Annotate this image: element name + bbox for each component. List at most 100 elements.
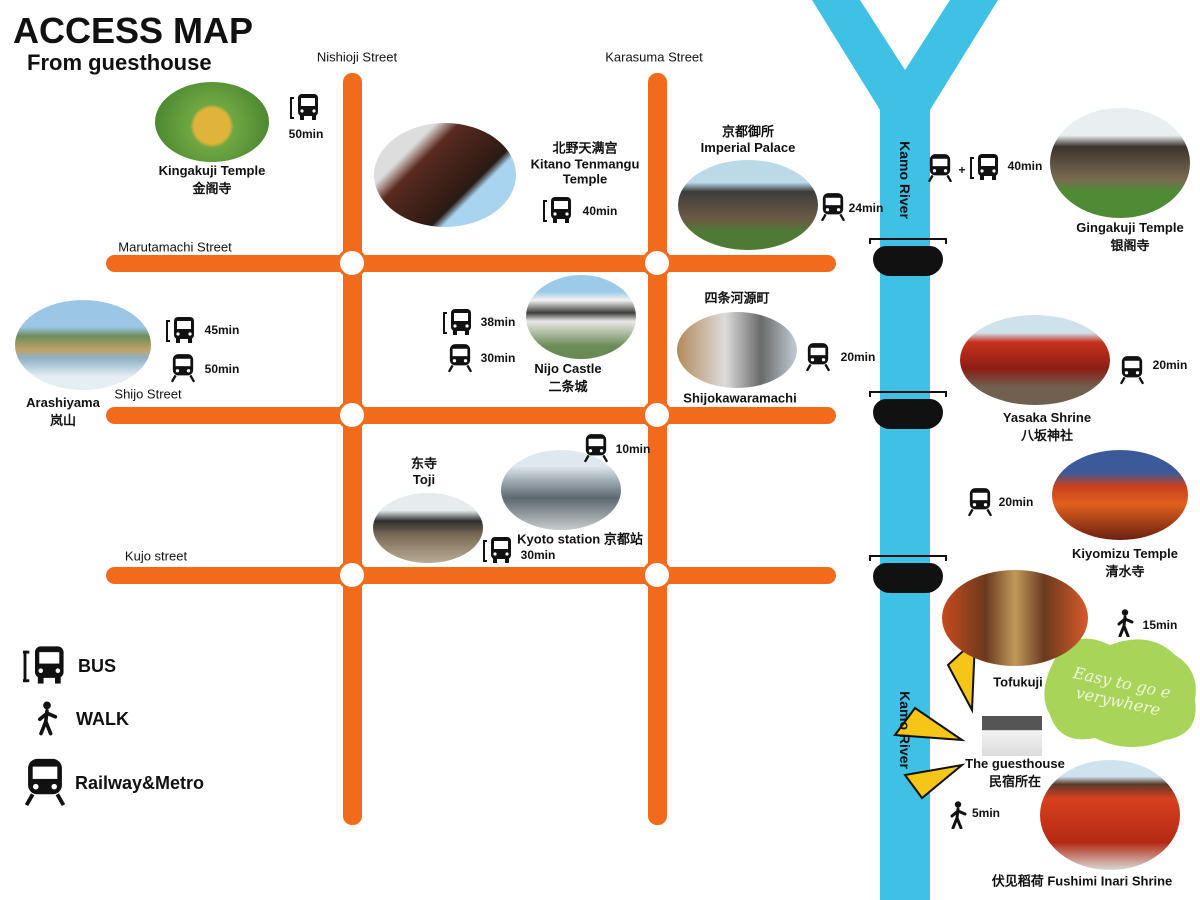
kyoto-station-label: Kyoto station 京都站	[517, 531, 643, 547]
street-label-shijo: Shijo Street	[114, 386, 182, 402]
yasaka-label: Yasaka Shrine 八坂神社	[1003, 410, 1091, 444]
yasaka-photo	[960, 315, 1110, 405]
guesthouse-label: The guesthouse 民宿所在	[965, 756, 1065, 790]
kingakuji-jp: 金阁寺	[192, 181, 232, 196]
legend-walk-label: WALK	[76, 709, 129, 729]
intersection	[642, 248, 672, 278]
railway-icon	[928, 154, 952, 182]
gingakuji-time: 40min	[1007, 159, 1043, 173]
yasaka-en: Yasaka Shrine	[1002, 410, 1092, 425]
map-subtitle: From guesthouse	[27, 50, 212, 75]
nijo-en: Nijo Castle	[534, 361, 602, 376]
kiyomizu-photo	[1052, 450, 1188, 540]
railway-icon	[1120, 355, 1144, 385]
bus-icon	[970, 153, 1000, 181]
arashiyama-label: Arashiyama 岚山	[26, 395, 100, 429]
yasaka-jp: 八坂神社	[1020, 428, 1074, 443]
road-shijo	[106, 407, 836, 424]
kitano-jp: 北野天满宫	[552, 140, 618, 156]
pointer-arrow	[893, 706, 966, 742]
street-label-marutamachi: Marutamachi Street	[118, 239, 232, 255]
bus-icon	[483, 536, 513, 564]
walk-icon	[948, 801, 968, 829]
toji-en: Toji	[412, 472, 436, 487]
intersection	[337, 248, 367, 278]
arashiyama-bus-time: 45min	[204, 323, 240, 337]
kitano-en: Kitano Tenmangu	[530, 156, 640, 172]
road-nishioji	[343, 73, 362, 825]
kyoto-station-time: 10min	[615, 442, 651, 456]
railway-icon	[821, 193, 845, 221]
plus-sign: +	[958, 163, 966, 177]
gingakuji-en: Gingakuji Temple	[1076, 220, 1184, 235]
kingakuji-time: 50min	[288, 127, 324, 141]
gingakuji-photo	[1050, 108, 1190, 218]
bridge	[869, 391, 947, 429]
walk-icon	[1115, 609, 1135, 637]
toji-jp: 东寺	[410, 456, 438, 471]
railway-icon	[584, 433, 608, 463]
legend-railway-icon	[25, 758, 65, 806]
speech-bubble	[1044, 638, 1196, 748]
river-label-lower: Kamo River	[897, 691, 913, 769]
guesthouse-en: The guesthouse	[965, 756, 1065, 771]
railway-icon	[448, 343, 472, 373]
intersection	[642, 560, 672, 590]
kingakuji-label: Kingakuji Temple 金阁寺	[159, 163, 266, 197]
arashiyama-rail-time: 50min	[204, 362, 240, 376]
railway-icon	[806, 342, 830, 372]
kiyomizu-time: 20min	[998, 495, 1034, 509]
map-title: ACCESS MAP	[13, 10, 254, 51]
shijokawaramachi-photo	[677, 312, 797, 388]
kyoto-station-photo	[501, 450, 621, 530]
imperial-palace-photo	[678, 160, 818, 250]
railway-icon	[171, 353, 195, 383]
kingakuji-en: Kingakuji Temple	[158, 163, 266, 178]
imperial-en: Imperial Palace	[700, 140, 796, 155]
bus-icon	[290, 93, 320, 121]
guesthouse-jp: 民宿所在	[988, 774, 1041, 789]
intersection	[337, 560, 367, 590]
kitano-photo	[374, 123, 516, 227]
railway-icon	[968, 487, 992, 517]
legend-bus-icon	[23, 645, 67, 685]
toji-time: 30min	[520, 548, 556, 562]
kiyomizu-en: Kiyomizu Temple	[1072, 546, 1178, 561]
bus-icon	[543, 196, 573, 224]
nijo-castle-photo	[526, 275, 636, 359]
fushimi-photo	[1040, 760, 1180, 870]
kitano-time: 40min	[582, 204, 618, 218]
street-label-karasuma: Karasuma Street	[605, 49, 703, 65]
kingakuji-photo	[155, 82, 269, 162]
pointer-arrow	[903, 763, 966, 800]
nijo-rail-time: 30min	[480, 351, 516, 365]
shijokawaramachi-en: Shijokawaramachi	[683, 390, 797, 406]
arashiyama-jp: 岚山	[49, 413, 76, 428]
road-marutamachi	[106, 255, 836, 272]
kiyomizu-jp: 清水寺	[1105, 564, 1145, 579]
fushimi-time: 5min	[971, 806, 1001, 820]
bridge	[869, 555, 947, 593]
nijo-bus-time: 38min	[480, 315, 516, 329]
guesthouse-icon	[982, 716, 1042, 756]
street-label-kujo: Kujo street	[124, 548, 188, 564]
tofukuji-photo	[942, 570, 1088, 666]
road-karasuma	[648, 73, 667, 825]
toji-photo	[373, 493, 483, 563]
intersection	[337, 400, 367, 430]
shijokawaramachi-jp: 四条河源町	[704, 290, 770, 306]
bridge	[869, 238, 947, 276]
arashiyama-en: Arashiyama	[26, 395, 100, 410]
gingakuji-label: Gingakuji Temple 银阁寺	[1076, 220, 1183, 254]
pointer-arrow	[946, 637, 977, 714]
fushimi-label: 伏见稻荷 Fushimi Inari Shrine	[991, 873, 1173, 889]
legend-bus-label: BUS	[78, 656, 117, 676]
bus-icon	[443, 308, 473, 336]
kitano-en2: Temple	[562, 171, 608, 187]
nijo-jp: 二条城	[548, 379, 588, 394]
gingakuji-jp: 银阁寺	[1110, 238, 1150, 253]
nijo-label: Nijo Castle 二条城	[534, 361, 601, 395]
